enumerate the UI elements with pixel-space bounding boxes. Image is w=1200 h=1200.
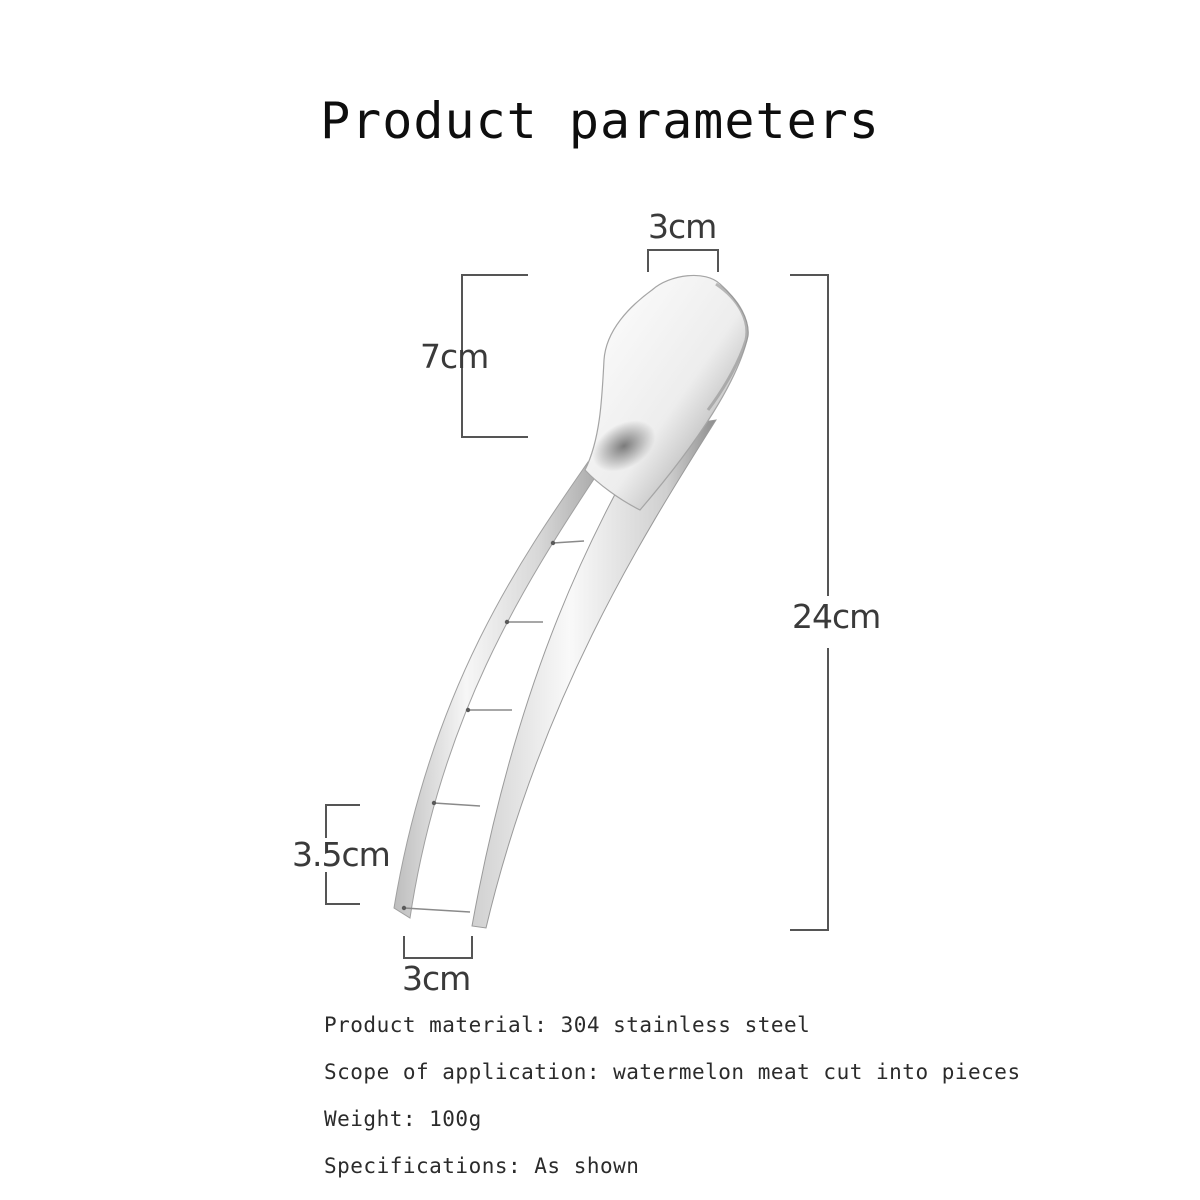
dimension-brackets [325, 249, 829, 959]
spec-material: Product material: 304 stainless steel [324, 1013, 811, 1037]
page-title: Product parameters [320, 92, 880, 150]
bottom-width-label: 3cm [402, 959, 471, 998]
spec-specifications: Specifications: As shown [324, 1154, 640, 1178]
handle-head [584, 274, 749, 511]
tip-width-label: 3.5cm [292, 835, 391, 874]
top-width-label: 3cm [648, 207, 717, 246]
spec-list: Product material: 304 stainless steel Sc… [324, 1010, 1184, 1198]
head-length-label: 7cm [420, 337, 489, 376]
left-blade [393, 461, 601, 919]
spec-application: Scope of application: watermelon meat cu… [324, 1060, 1021, 1084]
total-length-label: 24cm [792, 597, 881, 636]
spec-weight: Weight: 100g [324, 1107, 482, 1131]
product-illustration [325, 249, 829, 959]
right-blade [471, 419, 718, 929]
cutting-wires [403, 540, 585, 913]
